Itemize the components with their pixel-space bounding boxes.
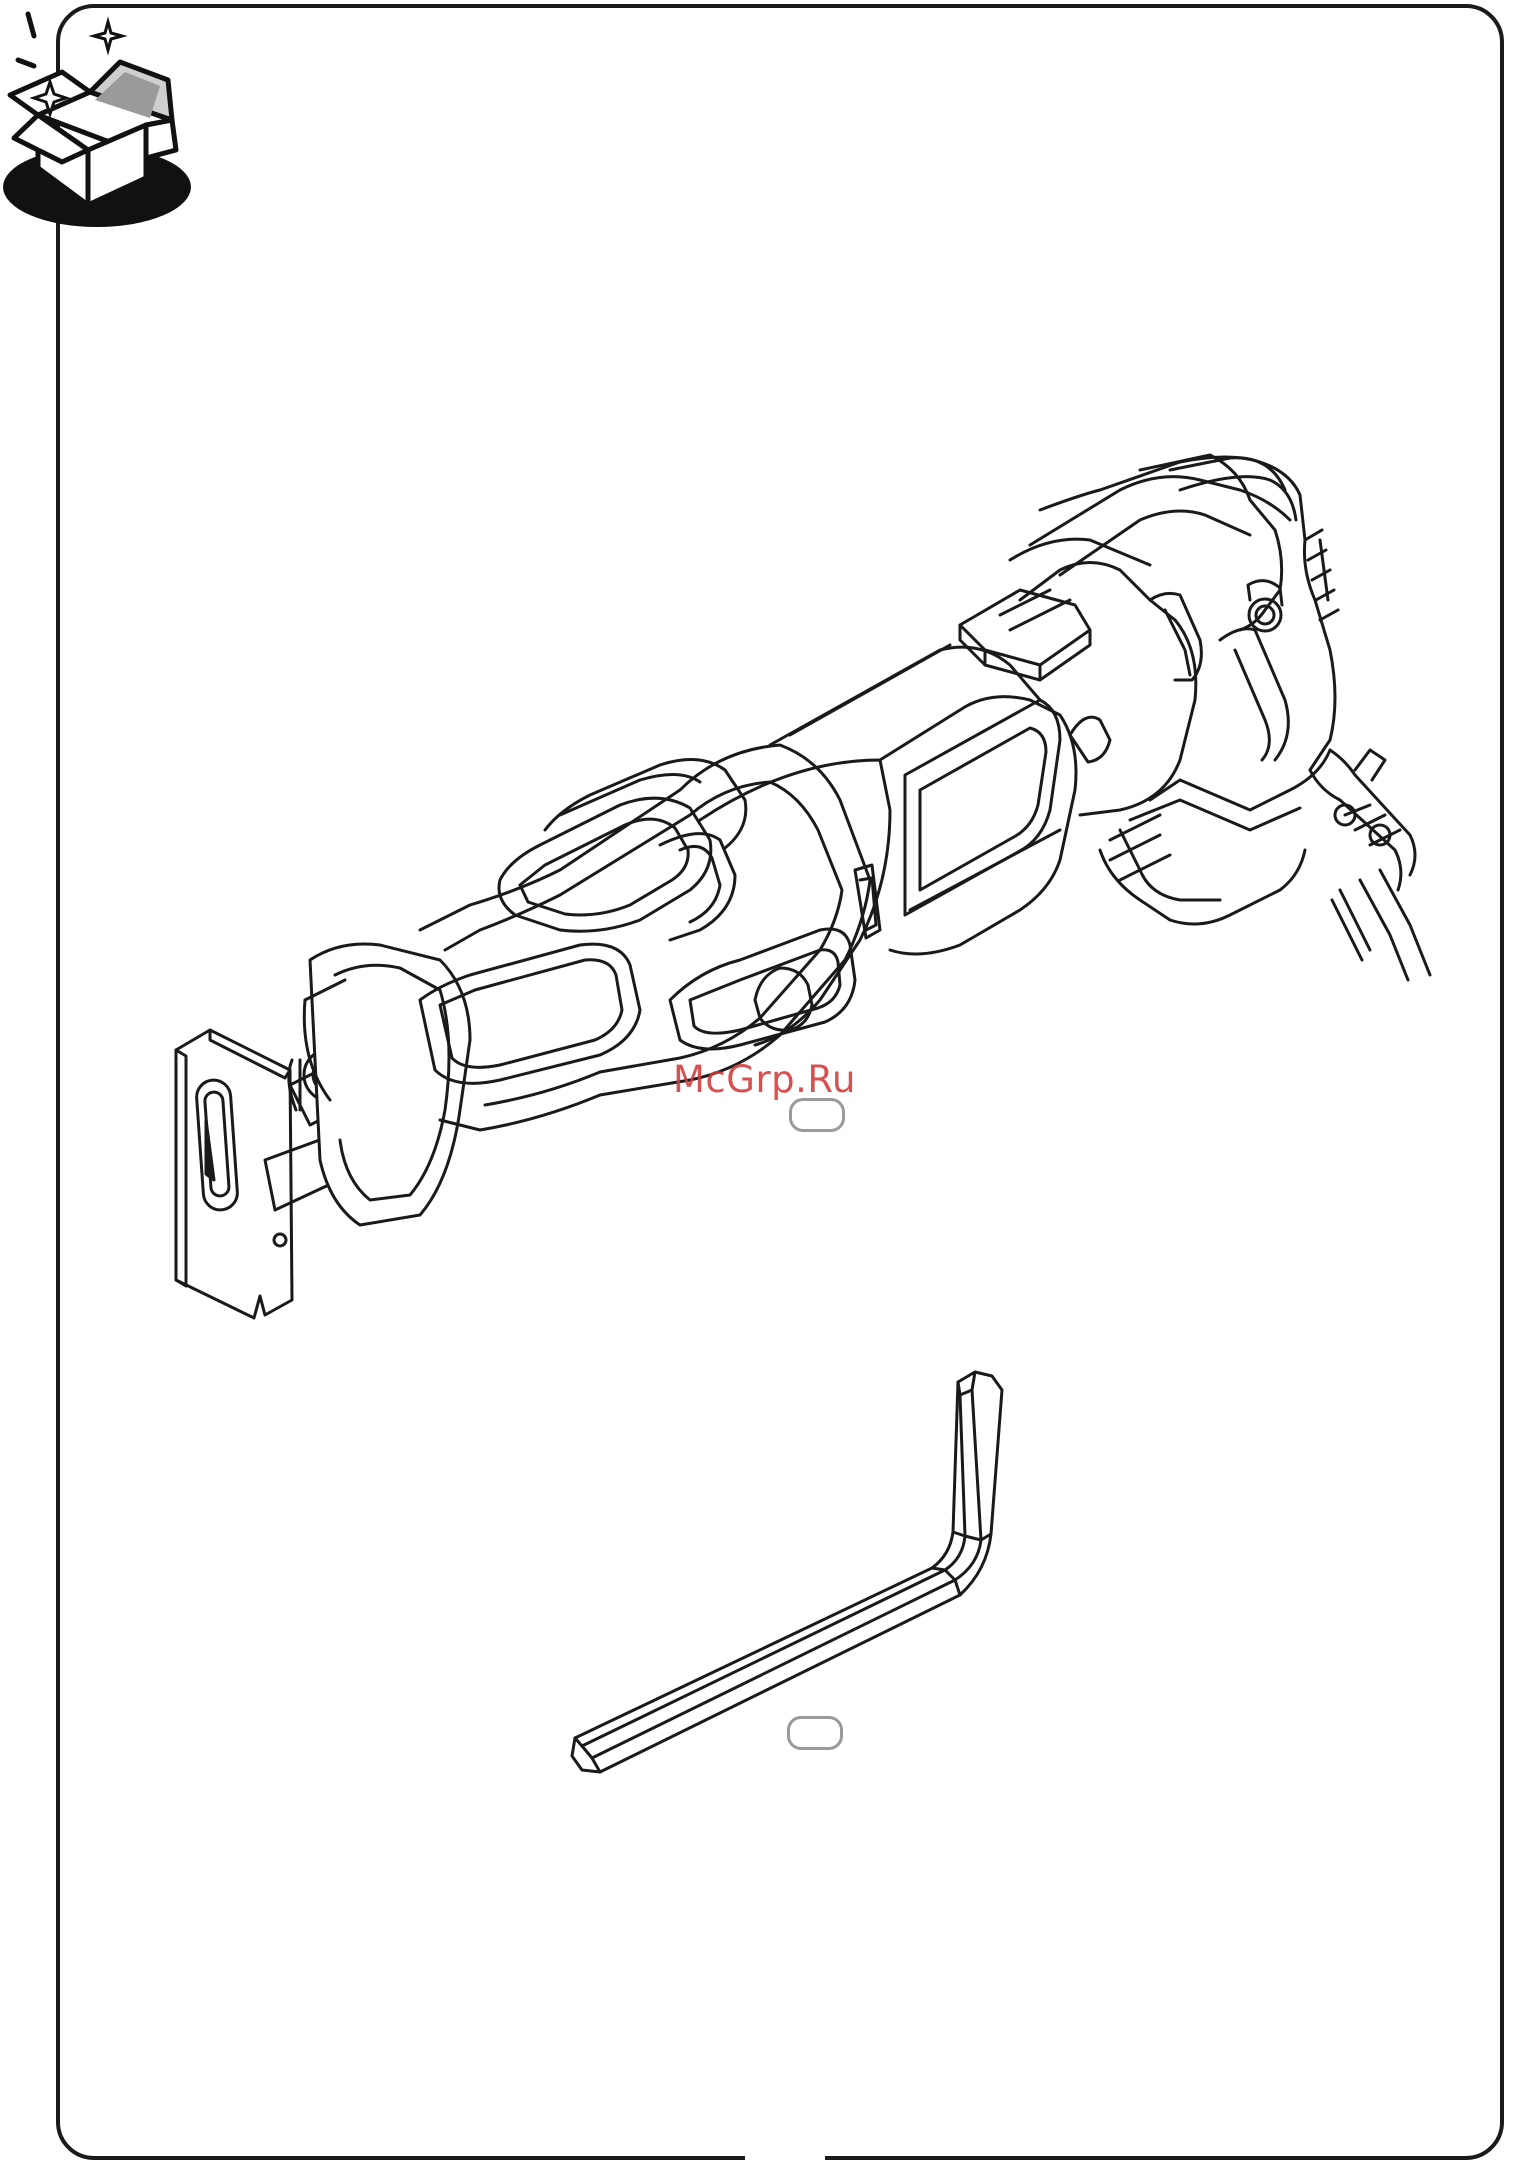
hex-key-drawing [572,1372,1002,1772]
part-label-saw [789,1098,845,1132]
reciprocating-saw-drawing [176,455,1430,1318]
watermark: McGrp.Ru [673,1058,856,1101]
part-label-hex-key [787,1716,843,1750]
